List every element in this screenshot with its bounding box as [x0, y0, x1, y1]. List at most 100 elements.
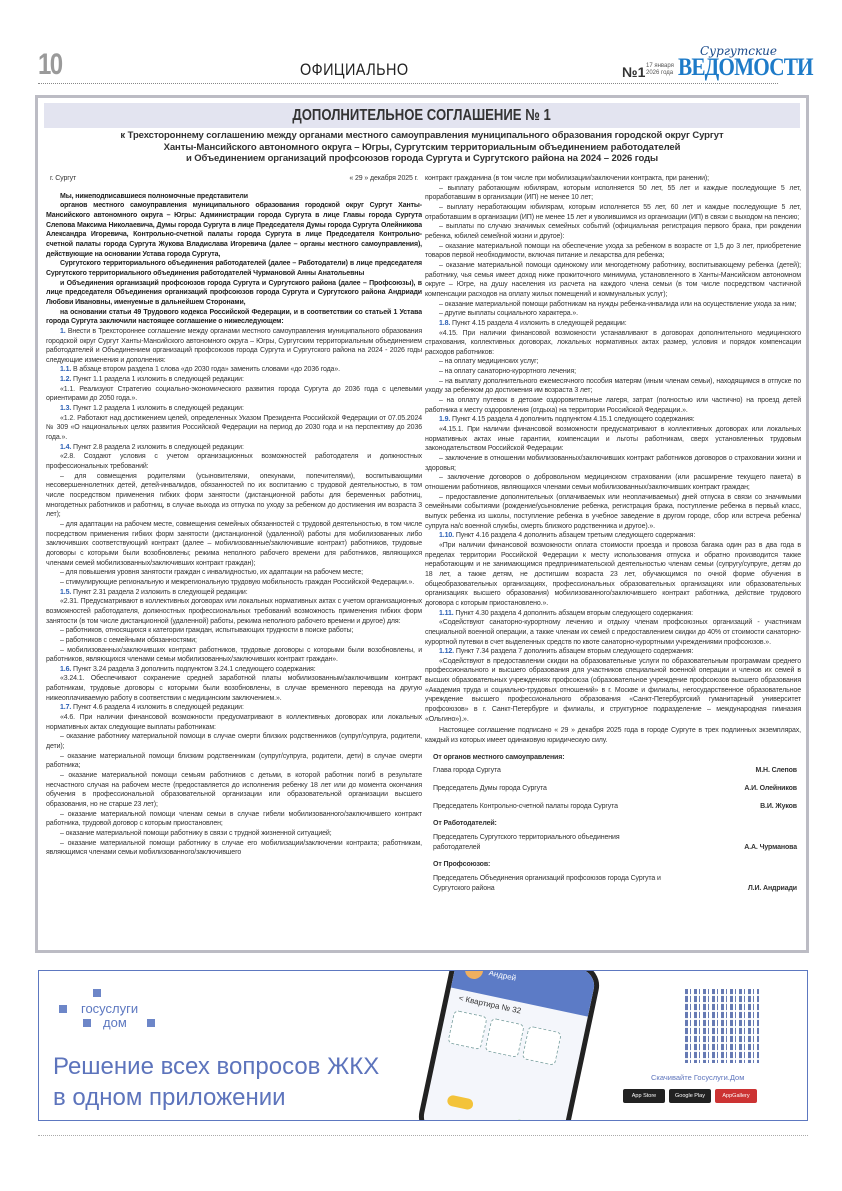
logo-top: Сургутские [700, 44, 777, 58]
paragraph-text: Пункт 1.2 раздела 1 изложить в следующей… [73, 405, 244, 413]
paragraph-text: Сургутского территориального объединения… [46, 260, 422, 277]
paragraph-text: – выплату работающим юбилярам, которым и… [425, 184, 801, 202]
paragraph: 1.2. Пункт 1.1 раздела 1 изложить в след… [46, 375, 422, 385]
paragraph: 1. Внести в Трехстороннее соглашение меж… [46, 327, 422, 366]
appgallery-badge[interactable]: AppGallery [715, 1089, 757, 1103]
place-date-row: г. Сургут « 29 » декабря 2025 г. [50, 174, 418, 184]
subtitle-line: к Трехстороннему соглашению между органа… [120, 130, 724, 141]
paragraph-text: Внести в Трехстороннее соглашение между … [46, 327, 422, 364]
app-store-badge[interactable]: App Store [623, 1089, 665, 1103]
paragraph-text: Пункт 4.16 раздела 4 дополнить абзацем т… [455, 532, 696, 540]
paragraph-text: – оказание материальной помощи семьям ра… [46, 772, 422, 808]
signatory-name: В.И. Жуков [760, 802, 797, 810]
signatory-role: Глава города Сургута [433, 767, 501, 775]
paragraph-text: Пункт 4.15 раздела 4 изложить в следующе… [452, 319, 627, 327]
paragraph: «2.8. Создают условия с учетом организац… [46, 452, 422, 471]
paragraph-text: Пункт 7.34 раздела 7 дополнить абзацем в… [455, 648, 694, 656]
clause-number: 1.10. [439, 532, 454, 540]
paragraph-text: – выплаты по случаю значимых семейных со… [425, 223, 801, 240]
paragraph-text: «1.1. Реализуют Стратегию социально-экон… [46, 385, 422, 403]
google-play-badge[interactable]: Google Play [669, 1089, 711, 1103]
paragraph-text: – оказание материальной помощи работнику… [46, 839, 422, 857]
issue-number: №1 [622, 64, 646, 80]
paragraph: «3.24.1. Обеспечивают сохранение средней… [46, 674, 422, 703]
clause-number: 1.11. [439, 609, 454, 617]
slogan-line-2: в одном приложении [53, 1084, 286, 1111]
clause-number: 1.7. [60, 704, 72, 712]
logo-main: ВЕДОМОСТИ [678, 54, 814, 81]
paragraph: Сургутского территориального объединения… [46, 259, 422, 278]
paragraph: – для адаптации на рабочем месте, совмещ… [46, 520, 422, 568]
paragraph: 1.8. Пункт 4.15 раздела 4 изложить в сле… [425, 319, 801, 329]
paragraph: 1.5. Пункт 2.31 раздела 2 изложить в сле… [46, 588, 422, 598]
signature-group-heading: От Профсоюзов: [433, 861, 491, 869]
advertisement[interactable]: госуслуги дом Решение всех вопросов ЖКХ … [38, 970, 808, 1121]
paragraph-text: на основании статьи 49 Трудового кодекса… [46, 308, 422, 326]
title-text: ДОПОЛНИТЕЛЬНОЕ СОГЛАШЕНИЕ № 1 [292, 107, 552, 124]
slogan-line-1: Решение всех вопросов ЖКХ [53, 1053, 380, 1080]
paragraph-text: Пункт 4.6 раздела 4 изложить в следующей… [73, 704, 244, 712]
paragraph: – выплаты по случаю значимых семейных со… [425, 222, 801, 241]
signatory-name: Л.И. Андриади [747, 884, 797, 892]
paragraph: – работников, относящихся к категории гр… [46, 626, 422, 636]
paragraph-text: Пункт 2.31 раздела 2 изложить в следующе… [73, 588, 248, 596]
subtitle-line: и Объединением организаций профсоюзов го… [185, 153, 659, 164]
paragraph-text: Пункт 1.1 раздела 1 изложить в следующей… [73, 376, 244, 384]
paragraph: «4.6. При наличии финансовой возможности… [46, 713, 422, 732]
section-title: ОФИЦИАЛЬНО [300, 60, 409, 79]
paragraph: органов местного самоуправления муниципа… [46, 201, 422, 259]
signature-group-heading: От Работодателей: [433, 820, 497, 828]
clause-number: 1.1. [60, 366, 72, 374]
document-title: ДОПОЛНИТЕЛЬНОЕ СОГЛАШЕНИЕ № 1 [44, 103, 800, 128]
date: « 29 » декабря 2025 г. [349, 175, 418, 182]
paragraph: – стимулирующие региональную и межрегион… [46, 578, 422, 588]
signatory-role: Председатель Сургутского территориальног… [433, 834, 620, 851]
paragraph-text: «3.24.1. Обеспечивают сохранение средней… [46, 675, 422, 702]
paragraph: Настоящее соглашение подписано « 29 » де… [425, 726, 801, 745]
paragraph-text: Пункт 4.15 раздела 4 дополнить подпункто… [452, 416, 695, 424]
signatory-name: А.А. Чурманова [744, 843, 797, 851]
paragraph-text: Пункт 4.30 раздела 4 дополнить абзацем в… [455, 609, 693, 617]
paragraph-text: – для повышения уровня занятости граждан… [60, 569, 363, 577]
paragraph: – оказание материальной помощи семьям ра… [46, 771, 422, 810]
paragraph: 1.7. Пункт 4.6 раздела 4 изложить в след… [46, 703, 422, 713]
paragraph: 1.3. Пункт 1.2 раздела 1 изложить в след… [46, 404, 422, 414]
paragraph: контракт гражданина (в том числе при моб… [425, 174, 801, 184]
paragraph-text: органов местного самоуправления муниципа… [46, 202, 422, 258]
brand-line-2: дом [103, 1015, 127, 1030]
paragraph-text: – предоставление дополнительных (оплачив… [425, 493, 801, 530]
paragraph-text: – работников, относящихся к категории гр… [60, 627, 354, 635]
paragraph: – на оплату путевок в детские оздоровите… [425, 396, 801, 415]
paragraph: 1.4. Пункт 2.8 раздела 2 изложить в след… [46, 443, 422, 453]
signatory-name: А.И. Олейников [744, 785, 797, 793]
page-header: 10 ОФИЦИАЛЬНО №1 17 января 2026 года Сур… [38, 44, 814, 84]
qr-code[interactable] [685, 989, 759, 1063]
paragraph: «1.2. Работают над достижением целей, оп… [46, 414, 422, 443]
paragraph-text: – для адаптации на рабочем месте, совмещ… [46, 520, 422, 567]
left-column: г. Сургут « 29 » декабря 2025 г. Мы, ниж… [46, 174, 422, 949]
paragraph-text: – заключение в отношении мобилизованных/… [425, 455, 801, 472]
paragraph: «2.31. Предусматривают в коллективных до… [46, 597, 422, 626]
paragraph-text: «Содействуют санаторно-курортному лечени… [425, 619, 801, 646]
clause-number: 1. [60, 327, 66, 335]
paragraph: 1.10. Пункт 4.16 раздела 4 дополнить абз… [425, 531, 801, 541]
store-badges: App Store Google Play AppGallery [623, 1089, 757, 1103]
paragraph: – работников с семейными обязанностями; [46, 636, 422, 646]
paragraph: – оказание материальной помощи работнику… [46, 839, 422, 858]
paragraph: «1.1. Реализуют Стратегию социально-экон… [46, 385, 422, 404]
signatures: От органов местного самоуправления:Глава… [425, 753, 801, 894]
clause-number: 1.6. [60, 665, 72, 673]
signature-row: Председатель Сургутского территориальног… [433, 833, 797, 852]
paragraph: на основании статьи 49 Трудового кодекса… [46, 308, 422, 327]
clause-number: 1.5. [60, 588, 72, 596]
paragraph-text: – оказание материальной помощи работнику… [60, 829, 332, 837]
paragraph-text: – стимулирующие региональную и межрегион… [60, 578, 415, 586]
paragraph: – оказание материальной помощи близким р… [46, 752, 422, 771]
paragraph-text: «4.6. При наличии финансовой возможности… [46, 714, 422, 731]
paragraph: – на оплату медицинских услуг; [425, 357, 801, 367]
paragraph: – заключение в отношении мобилизованных/… [425, 454, 801, 473]
paragraph-text: В абзаце втором раздела 1 слова «до 2030… [73, 366, 340, 374]
paragraph: – предоставление дополнительных (оплачив… [425, 493, 801, 532]
